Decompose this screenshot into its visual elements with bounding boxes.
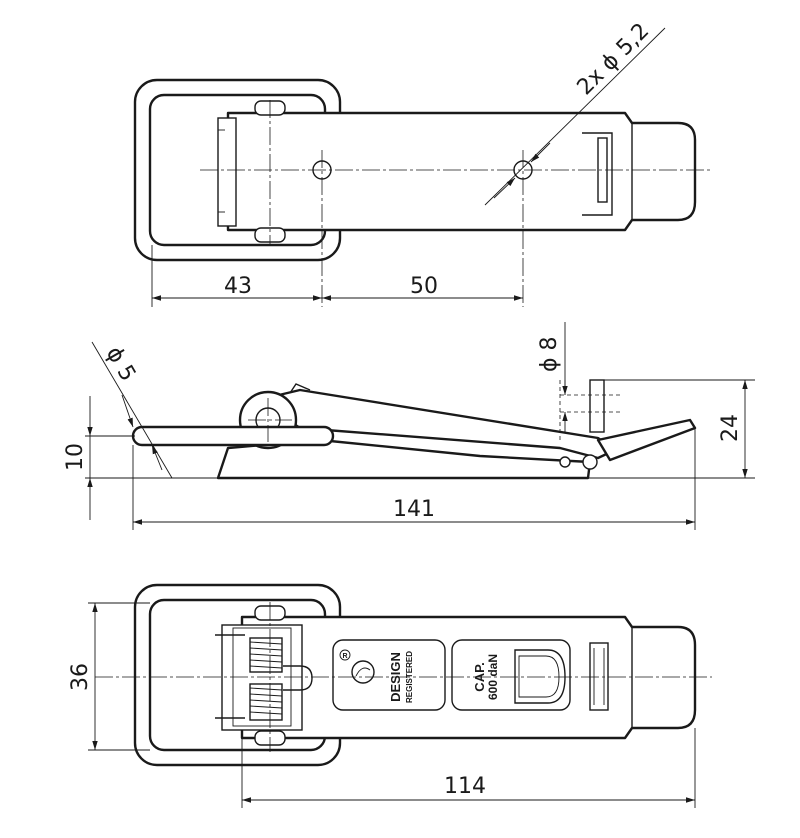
dim-114: 114 — [444, 774, 486, 799]
dim-43: 43 — [224, 274, 252, 299]
dim-10: 10 — [63, 443, 88, 471]
capacity-text: 600 daN — [486, 654, 500, 700]
dim-24: 24 — [718, 414, 743, 442]
hook-plate — [589, 379, 605, 433]
dim-phi-5: ϕ 5 — [101, 343, 140, 386]
spring-bottom — [249, 683, 283, 721]
bottom-view: R DESIGN REGISTERED CAP. 600 daN 36 114 — [68, 583, 712, 808]
body-plate-bottom — [240, 615, 697, 740]
body-plate — [226, 111, 697, 232]
lever-tip — [596, 418, 697, 462]
wire-loop-rod — [131, 425, 335, 447]
spring-top — [249, 637, 283, 673]
dim-36: 36 — [68, 663, 93, 691]
dim-phi-8: ϕ 8 — [537, 336, 562, 372]
brand-logo — [351, 660, 375, 684]
top-view: 43 50 2x ϕ 5,2 — [133, 19, 712, 307]
design-label-plate — [332, 639, 446, 711]
right-slot — [589, 642, 609, 711]
registered-mark: R — [342, 653, 347, 660]
dim-2x-phi-5-2: 2x ϕ 5,2 — [573, 19, 655, 101]
side-view: 10 24 141 ϕ 5 ϕ 8 — [63, 322, 755, 530]
capacity-plate — [451, 639, 571, 711]
dim-50: 50 — [410, 274, 438, 299]
dim-141: 141 — [393, 497, 435, 522]
hinge-block — [217, 117, 237, 227]
